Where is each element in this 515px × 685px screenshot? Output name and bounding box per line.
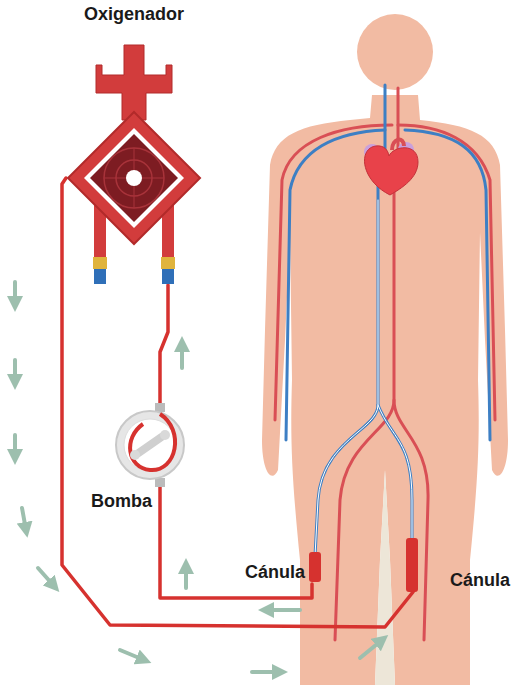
cannula-label-box: Cánula: [245, 560, 312, 584]
blood-tube: [160, 285, 168, 410]
blood-tube: [160, 480, 312, 598]
part-label: Oxigenador: [84, 3, 184, 25]
oxygenator-diamond-outline: [66, 35, 202, 285]
flow-arrows: [15, 282, 382, 672]
heart: [364, 140, 418, 195]
cannula-tips: [309, 538, 418, 592]
blood-vessels: [275, 85, 495, 640]
part-label: Bomba: [91, 490, 152, 512]
blood-tube: [62, 178, 413, 627]
part-label: Cánula: [450, 569, 510, 591]
cannula-label-box: Cánula: [410, 568, 510, 592]
pump-circle-outline: [115, 410, 185, 480]
pump-circle: Bomba: [115, 410, 185, 480]
oxygenator-diamond: Oxigenador: [66, 35, 202, 285]
part-label: Cánula: [245, 561, 305, 583]
